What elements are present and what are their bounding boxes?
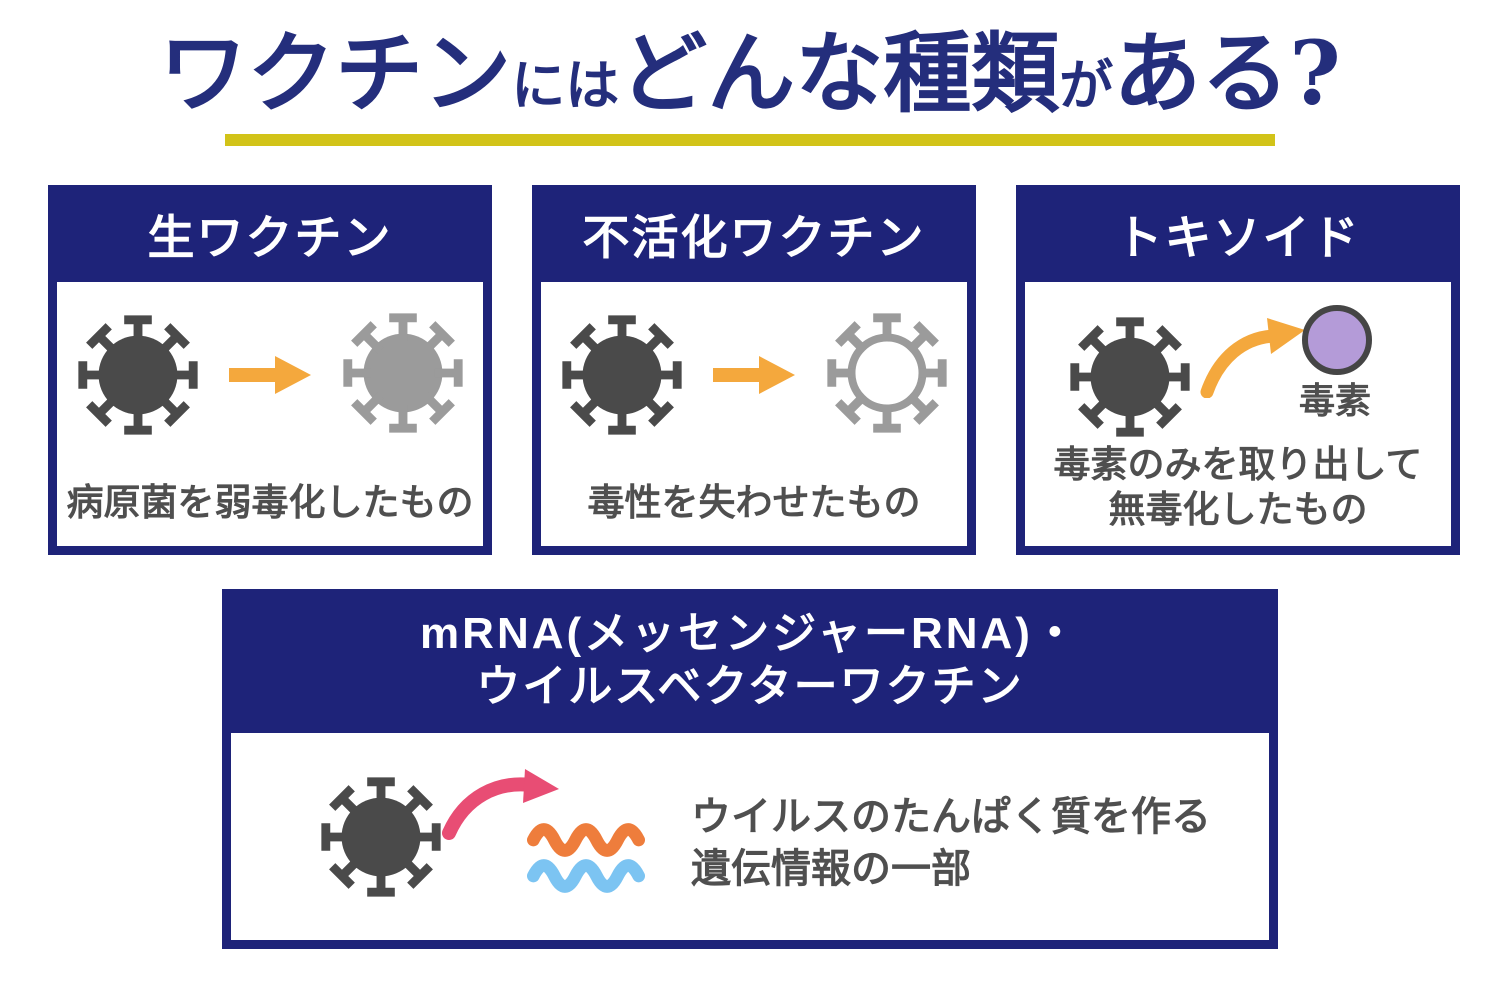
title-segment: ワクチン [159, 21, 512, 125]
card-inactivated-vaccine: 不活化ワクチン 毒性を失わせたもの [532, 185, 976, 555]
virus-icon-dark [1061, 308, 1199, 446]
card-body: 病原菌を弱毒化したもの [57, 282, 483, 546]
title-underline [225, 134, 1275, 146]
virus-icon-dark [312, 768, 450, 906]
wave-icon-blue [527, 859, 645, 893]
card-caption: 毒素のみを取り出して 無毒化したもの [1025, 442, 1451, 532]
card-caption: 毒性を失わせたもの [587, 482, 921, 523]
title-segment: どんな種類 [619, 21, 1060, 125]
arrow-right-icon [229, 356, 311, 394]
card-toxoid: トキソイド 毒素 毒素のみを取り出して 無毒化したもの [1016, 185, 1460, 555]
virus-icon-gray [334, 304, 472, 442]
card-title-line: mRNA(メッセンジャーRNA)・ [420, 609, 1080, 659]
toxin-circle-icon [1302, 305, 1372, 375]
card-live-vaccine: 生ワクチン 病原菌を弱毒化したもの [48, 185, 492, 555]
caption-line: 毒素のみを取り出して [1053, 443, 1423, 485]
wave-icon-orange [527, 823, 645, 857]
card-mrna-vector-vaccine: mRNA(メッセンジャーRNA)・ ウイルスベクターワクチン ウイルスのたんぱく… [222, 589, 1278, 949]
caption-line: 遺伝情報の一部 [691, 847, 971, 891]
title-segment: ある? [1113, 21, 1341, 125]
virus-icon-dark [553, 306, 691, 444]
card-title: 生ワクチン [147, 211, 393, 264]
virus-icon-dark [69, 306, 207, 444]
card-caption: ウイルスのたんぱく質を作る 遺伝情報の一部 [691, 791, 1211, 895]
card-body: 毒性を失わせたもの [541, 282, 967, 546]
card-caption: 病原菌を弱毒化したもの [66, 482, 474, 523]
caption-line: 無毒化したもの [1108, 488, 1368, 530]
page-title: ワクチンにはどんな種類がある? [0, 22, 1500, 124]
card-body: 毒素 毒素のみを取り出して 無毒化したもの [1025, 282, 1451, 546]
card-title: トキソイド [1115, 211, 1361, 264]
card-body: ウイルスのたんぱく質を作る 遺伝情報の一部 [231, 733, 1269, 940]
caption-line: ウイルスのたんぱく質を作る [691, 795, 1211, 839]
toxin-label: 毒素 [1298, 380, 1371, 421]
title-segment: が [1059, 53, 1114, 117]
card-title-line: ウイルスベクターワクチン [476, 662, 1024, 711]
card-title: 不活化ワクチン [582, 211, 926, 264]
arrow-right-icon [713, 356, 795, 394]
title-segment: には [511, 53, 620, 117]
virus-icon-outline [818, 304, 956, 442]
card-title: mRNA(メッセンジャーRNA)・ ウイルスベクターワクチン [222, 589, 1278, 733]
